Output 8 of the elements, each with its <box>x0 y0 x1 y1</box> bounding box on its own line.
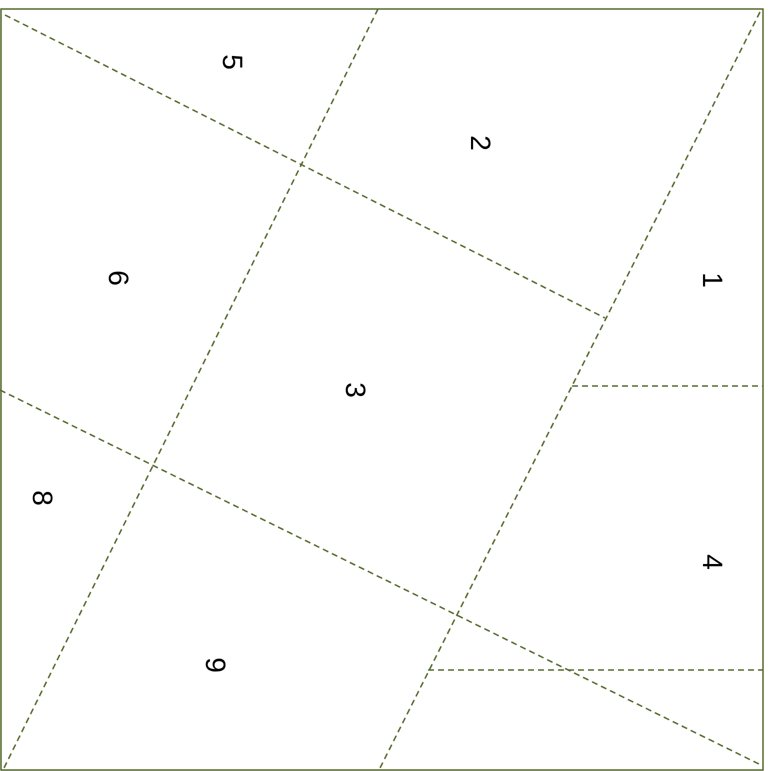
region-number: 8 <box>28 490 56 506</box>
region-number: 4 <box>698 554 726 570</box>
region-number: 6 <box>104 270 132 286</box>
region-number: 1 <box>698 272 726 288</box>
region-number: 2 <box>466 135 494 151</box>
region-number: 9 <box>201 657 229 673</box>
region-number: 5 <box>218 54 246 70</box>
region-number: 3 <box>341 382 369 398</box>
